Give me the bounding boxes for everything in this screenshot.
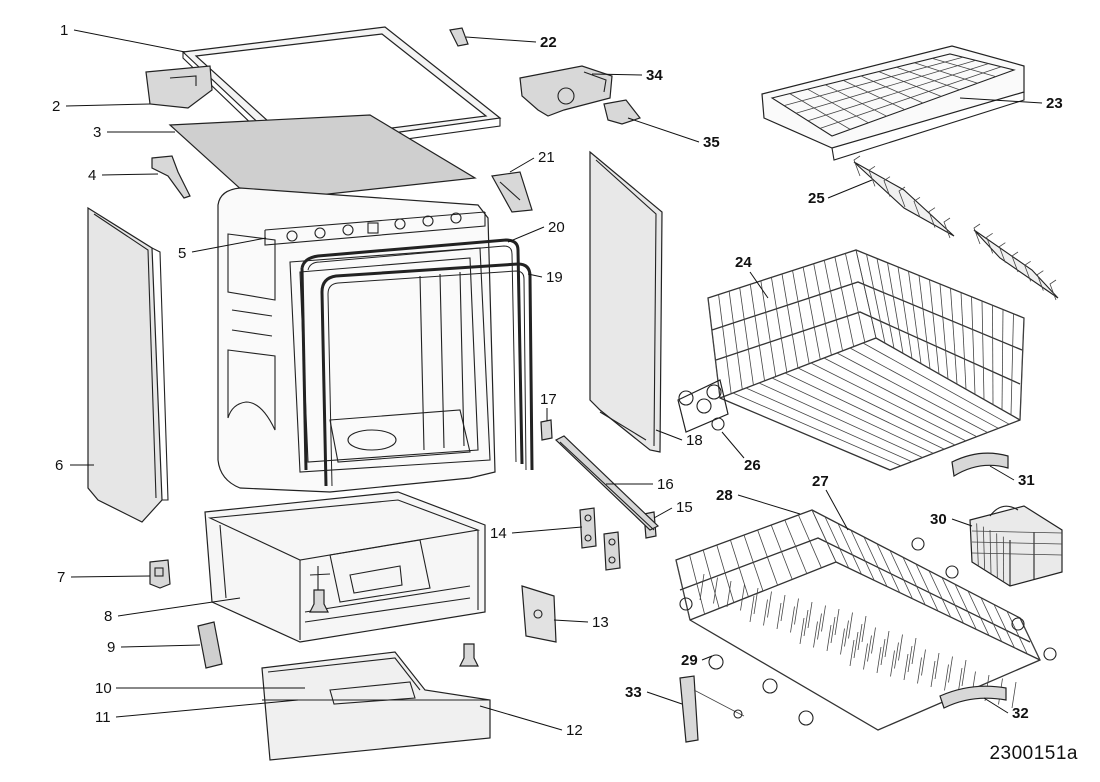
callout-28: 28 <box>716 487 733 504</box>
leader-line-24 <box>750 272 768 298</box>
callout-12: 12 <box>566 722 583 739</box>
leader-line-33 <box>647 692 682 704</box>
callout-26: 26 <box>744 457 761 474</box>
leader-line-15 <box>654 508 672 518</box>
callout-6: 6 <box>55 457 63 474</box>
part-13-plate <box>522 586 556 642</box>
callout-14: 14 <box>490 525 507 542</box>
callout-25: 25 <box>808 190 825 207</box>
leader-line-9 <box>121 645 200 647</box>
part-4-clip <box>152 156 190 198</box>
callout-23: 23 <box>1046 95 1063 112</box>
leader-line-25 <box>828 180 872 198</box>
part-24-upper-basket <box>708 250 1024 470</box>
part-25-tine-row-lower <box>974 224 1058 300</box>
part-14-hinge-pair <box>580 508 620 570</box>
part-17-clip <box>541 420 552 440</box>
leader-line-31 <box>990 466 1014 480</box>
document-code: 2300151a <box>989 743 1078 765</box>
part-30-cutlery-basket <box>970 506 1062 586</box>
callout-15: 15 <box>676 499 693 516</box>
callout-8: 8 <box>104 608 112 625</box>
callout-11: 11 <box>95 709 111 726</box>
callout-22: 22 <box>540 34 557 51</box>
callout-30: 30 <box>930 511 947 528</box>
callout-19: 19 <box>546 269 563 286</box>
part-33-spray-module <box>680 676 744 742</box>
leader-line-20 <box>508 227 544 242</box>
part-7-hinge <box>150 560 170 588</box>
part-16-strip <box>556 436 658 530</box>
leader-line-21 <box>510 158 534 172</box>
leader-line-7 <box>71 576 150 577</box>
part-23-cutlery-tray <box>762 46 1024 160</box>
callout-31: 31 <box>1018 472 1035 489</box>
leader-line-12 <box>480 706 562 730</box>
part-21-bracket <box>492 172 532 212</box>
part-6-side-panel <box>88 208 168 522</box>
callout-33: 33 <box>625 684 642 701</box>
callout-35: 35 <box>703 134 720 151</box>
part-32-handle <box>940 686 1006 708</box>
leader-line-28 <box>738 495 800 514</box>
callout-1: 1 <box>60 22 68 39</box>
part-12-plinth <box>262 652 490 760</box>
leader-line-35 <box>628 118 699 142</box>
callout-4: 4 <box>88 167 96 184</box>
callout-34: 34 <box>646 67 663 84</box>
leader-line-1 <box>74 30 185 52</box>
part-26-wheel-set <box>678 380 728 432</box>
leader-line-14 <box>512 527 582 533</box>
callout-24: 24 <box>735 254 752 271</box>
callout-5: 5 <box>178 245 186 262</box>
part-31-handle <box>952 453 1008 476</box>
part-22-clip <box>450 28 468 46</box>
part-5-tub-body <box>218 188 495 492</box>
part-18-side-panel <box>590 152 662 452</box>
callout-3: 3 <box>93 124 101 141</box>
callout-29: 29 <box>681 652 698 669</box>
callout-13: 13 <box>592 614 609 631</box>
callout-16: 16 <box>657 476 674 493</box>
callout-32: 32 <box>1012 705 1029 722</box>
leader-line-27 <box>826 490 848 530</box>
leader-line-13 <box>554 620 588 622</box>
leader-line-30 <box>952 519 972 526</box>
callout-10: 10 <box>95 680 112 697</box>
leader-line-4 <box>102 174 158 175</box>
callout-9: 9 <box>107 639 115 656</box>
callout-27: 27 <box>812 473 829 490</box>
callout-20: 20 <box>548 219 565 236</box>
callout-17: 17 <box>540 391 557 408</box>
part-34-control-module <box>520 66 612 116</box>
callout-18: 18 <box>686 432 703 449</box>
leader-line-22 <box>466 37 536 42</box>
leader-line-26 <box>722 432 744 458</box>
part-9-cover <box>198 622 222 668</box>
part-2-top-bracket <box>146 66 212 108</box>
part-25-tine-row-upper <box>854 156 954 238</box>
callout-21: 21 <box>538 149 555 166</box>
callout-7: 7 <box>57 569 65 586</box>
part-8-base-frame <box>205 492 485 642</box>
leader-line-2 <box>66 104 150 106</box>
callout-2: 2 <box>52 98 60 115</box>
